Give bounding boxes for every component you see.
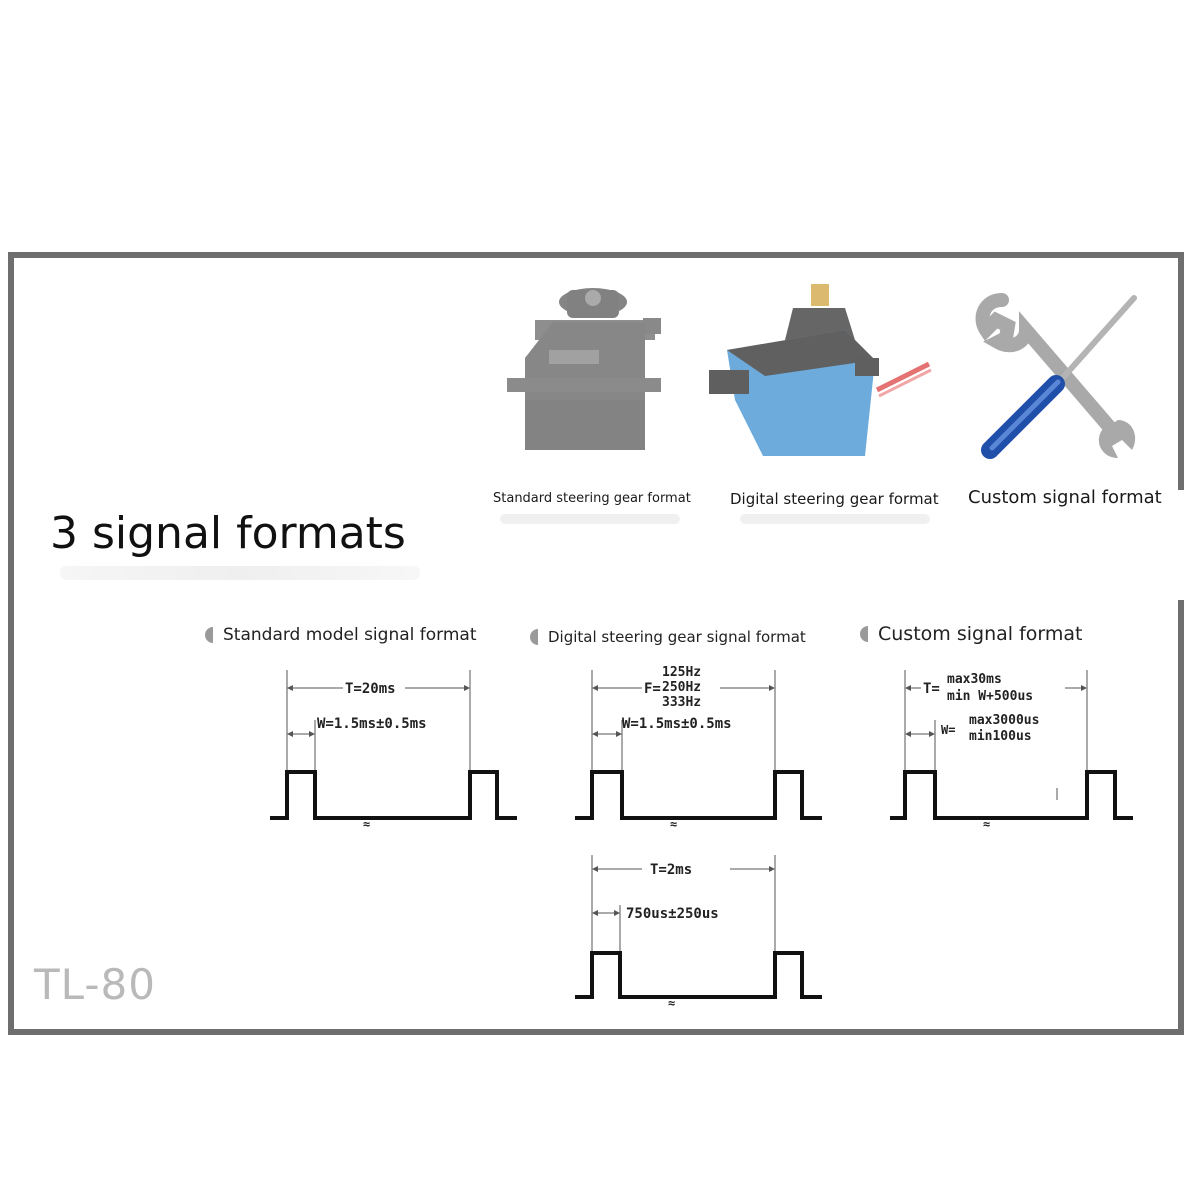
bullet-icon xyxy=(205,627,213,643)
product-caption-standard: Standard steering gear format xyxy=(493,491,691,506)
bullet-icon xyxy=(860,626,868,642)
width-label: W=1.5ms±0.5ms xyxy=(317,716,427,732)
frame-notch xyxy=(1178,490,1200,600)
frequency-value: 250Hz xyxy=(662,680,701,695)
frequency-prefix: F= xyxy=(644,681,661,697)
svg-text:≈: ≈ xyxy=(363,817,370,831)
section-label: Digital steering gear signal format xyxy=(548,628,806,646)
section-heading-custom: Custom signal format xyxy=(860,623,1082,645)
standard-servo-icon xyxy=(507,288,661,450)
page-title: 3 signal formats xyxy=(50,508,406,559)
svg-text:≈: ≈ xyxy=(668,996,675,1010)
brand-watermark: TL-80 xyxy=(34,960,156,1009)
section-heading-standard: Standard model signal format xyxy=(205,625,477,645)
section-heading-digital: Digital steering gear signal format xyxy=(530,628,806,646)
product-caption-digital: Digital steering gear format xyxy=(730,490,939,508)
width-max: max3000us xyxy=(969,713,1039,728)
custom-pwm-waveform: T= max30ms min W+500us W= max3000us min1… xyxy=(890,670,1133,831)
caption-reflection xyxy=(740,514,930,524)
width-prefix: W= xyxy=(941,723,955,737)
svg-text:≈: ≈ xyxy=(670,817,677,831)
width-label: W=1.5ms±0.5ms xyxy=(622,716,732,732)
title-reflection xyxy=(60,566,420,580)
digital-pwm-waveform: F= 125Hz 250Hz 333Hz W=1.5ms±0.5ms ≈ xyxy=(575,665,822,831)
period-prefix: T= xyxy=(923,681,940,697)
svg-text:≈: ≈ xyxy=(983,817,990,831)
period-label: T=20ms xyxy=(345,681,396,697)
width-label: 750us±250us xyxy=(626,906,719,922)
caption-reflection xyxy=(500,514,680,524)
width-min: min100us xyxy=(969,729,1032,744)
section-label: Standard model signal format xyxy=(223,625,477,645)
frequency-value: 125Hz xyxy=(662,665,701,680)
bullet-icon xyxy=(530,629,538,645)
section-label: Custom signal format xyxy=(878,623,1083,645)
period-max: max30ms xyxy=(947,672,1002,687)
digital-servo-icon xyxy=(709,284,932,456)
frequency-value: 333Hz xyxy=(662,695,701,710)
period-min: min W+500us xyxy=(947,689,1033,704)
wrench-screwdriver-icon xyxy=(975,293,1137,459)
period-label: T=2ms xyxy=(650,862,692,878)
product-caption-custom: Custom signal format xyxy=(968,487,1162,508)
standard-pwm-waveform: T=20ms W=1.5ms±0.5ms ≈ xyxy=(270,670,517,831)
fast-pwm-waveform: T=2ms 750us±250us ≈ xyxy=(575,855,822,1010)
